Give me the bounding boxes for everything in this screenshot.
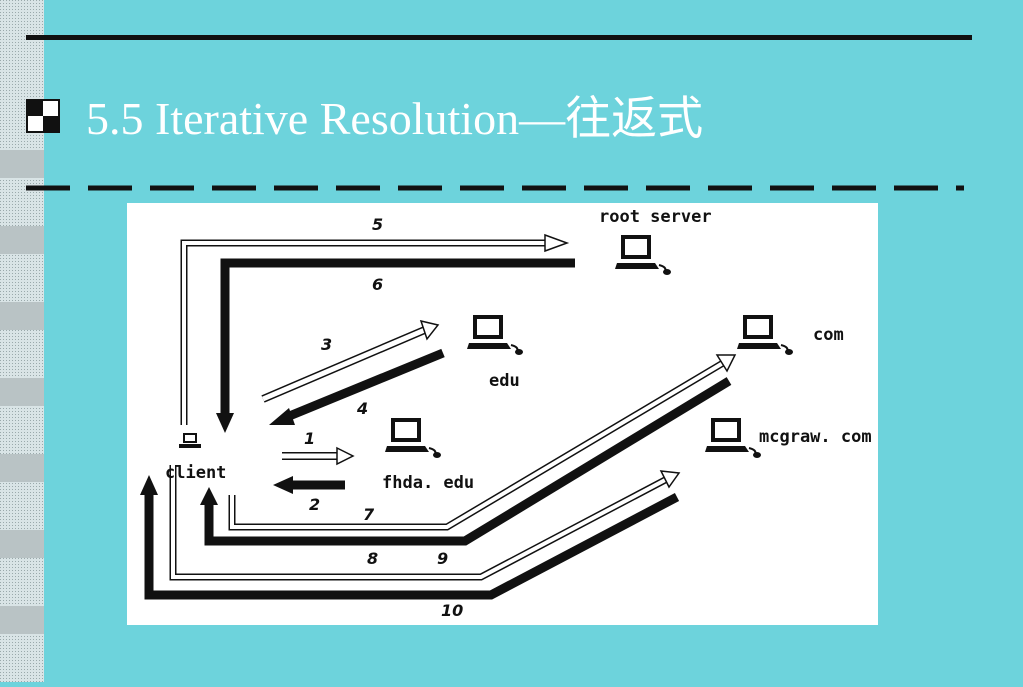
step-number: 9 <box>437 549 449 568</box>
square-bullet-icon <box>26 99 60 133</box>
arrow-step-4 <box>285 348 445 422</box>
label-com: com <box>813 325 844 345</box>
mcgraw-computer-icon <box>704 417 762 459</box>
top-rule <box>26 35 972 40</box>
step-number: 6 <box>372 275 384 294</box>
label-edu: edu <box>489 371 520 391</box>
root-server-computer-icon <box>614 234 672 276</box>
dns-diagram: root server edu com mcgraw. com fhda. ed… <box>127 203 878 625</box>
step-number: 1 <box>304 429 316 448</box>
arrow-step-10 <box>144 493 680 600</box>
step-number: 2 <box>309 495 321 514</box>
step-number: 4 <box>357 399 369 418</box>
label-fhda: fhda. edu <box>382 473 475 493</box>
label-mcgraw: mcgraw. com <box>759 427 872 447</box>
step-number: 3 <box>321 335 333 354</box>
com-computer-icon <box>736 314 794 356</box>
left-strip-pattern <box>0 0 44 682</box>
step-number: 10 <box>441 601 464 620</box>
dashed-rule <box>26 185 964 191</box>
step-number: 7 <box>363 505 375 524</box>
label-client: client <box>165 463 227 483</box>
slide-title: 5.5 Iterative Resolution—往返式 <box>86 93 704 144</box>
step-number: 8 <box>367 549 379 568</box>
client-computer-icon <box>179 433 201 448</box>
diagram-graphics <box>140 233 794 600</box>
label-root-server: root server <box>599 207 712 227</box>
arrow-step-8 <box>204 377 732 546</box>
fhda-computer-icon <box>384 417 442 459</box>
arrow-step-6 <box>220 258 575 415</box>
edu-computer-icon <box>466 314 524 356</box>
step-number: 5 <box>372 215 384 234</box>
